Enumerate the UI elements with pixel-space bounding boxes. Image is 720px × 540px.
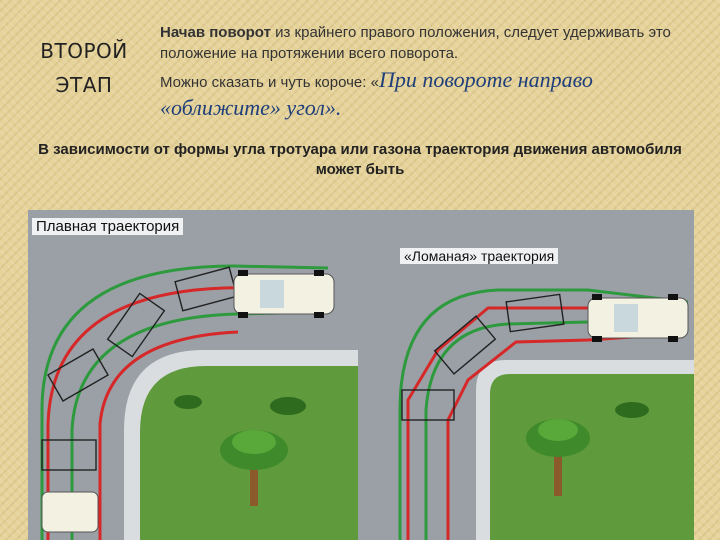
left-car-start	[41, 491, 99, 533]
right-track-green-outer	[398, 288, 689, 540]
intro-quote-1: При повороте направо	[378, 67, 593, 92]
intro-text-2: Можно сказать и чуть короче: «	[160, 74, 379, 91]
broken-trajectory-label: «Ломаная» траектория	[400, 248, 559, 264]
trajectory-drawing	[28, 210, 694, 540]
dependency-text: В зависимости от формы угла тротуара или…	[38, 141, 682, 178]
smooth-trajectory-label: Плавная траектория	[32, 218, 184, 235]
right-car	[587, 294, 689, 342]
left-track-red-outer	[46, 284, 309, 540]
left-track-red-inner	[98, 330, 239, 540]
right-tree-crown-light	[538, 419, 578, 441]
left-ghost-cars	[41, 266, 238, 471]
left-tree-trunk	[250, 460, 258, 506]
left-car	[233, 270, 335, 318]
intro-paragraph: Начав поворот из крайнего правого положе…	[160, 22, 700, 122]
left-bush-1	[270, 397, 306, 415]
turn-trajectory-illustration: Плавная траектория «Ломаная» траектория	[28, 210, 694, 540]
right-ghost-cars	[401, 293, 565, 421]
right-tree-trunk	[554, 448, 562, 496]
intro-quote-2: «оближите» угол».	[160, 95, 342, 120]
stage-title-line1: ВТОРОЙ	[40, 39, 128, 63]
intro-bold-start: Начав поворот	[160, 24, 271, 41]
right-lawn	[490, 374, 694, 540]
left-track-green-outer	[40, 264, 329, 540]
intro-line3: Можно сказать и чуть короче: «При поворо…	[160, 66, 700, 94]
right-bush-1	[615, 402, 649, 418]
left-tree-crown-light	[232, 430, 276, 454]
left-bush-2	[174, 395, 202, 409]
right-track-green-inner	[424, 320, 688, 540]
stage-title-line2: ЭТАП	[55, 73, 113, 97]
stage-title: ВТОРОЙ ЭТАП	[22, 34, 146, 102]
intro-text-1: из крайнего правого положения, следует у…	[160, 24, 671, 62]
